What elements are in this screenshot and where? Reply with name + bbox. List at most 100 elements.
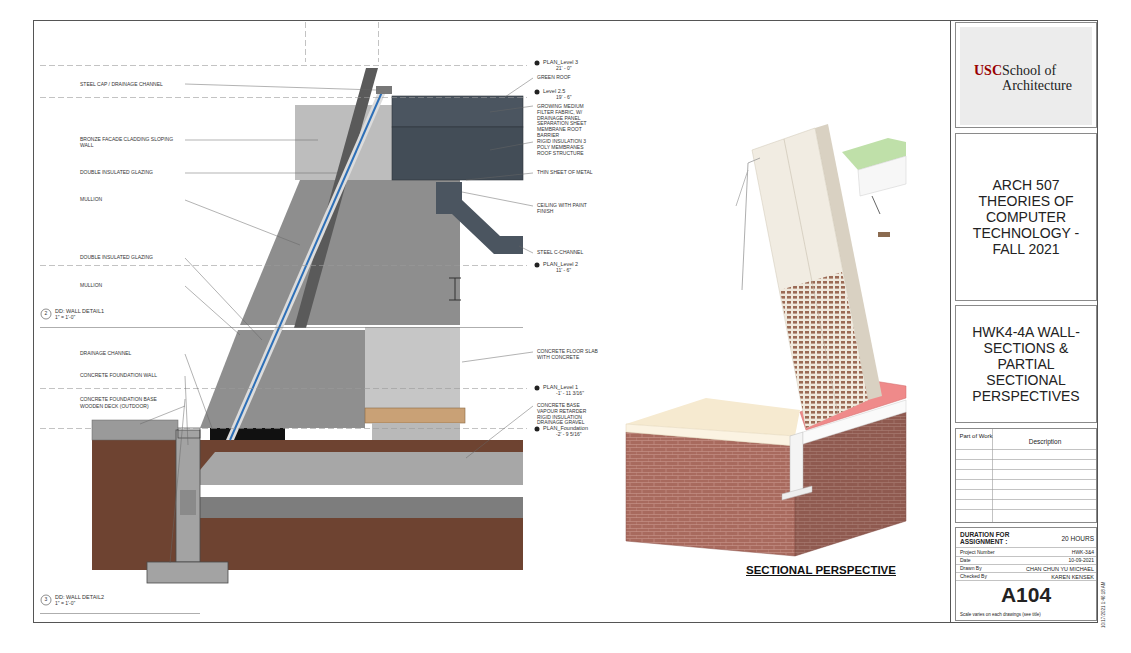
grid-line — [955, 489, 1097, 490]
table-header: Description — [996, 438, 1094, 445]
logo-mark: USC — [974, 63, 1002, 78]
label-holder: GREEN ROOF — [537, 75, 599, 81]
label-holder: 2 — [41, 311, 51, 317]
callout-text: WOODEN DECK (OUTDOOR) — [80, 404, 180, 410]
rule-line — [955, 580, 1097, 581]
callout-text: GROWING MEDIUM FILTER FABRIC, W/ DRAINAG… — [537, 104, 599, 139]
leader-lines — [140, 78, 533, 563]
cladding-panel — [752, 128, 868, 428]
label-holder: RIGID INSULATION 3 POLY MEMBRANES ROOF S… — [537, 139, 599, 156]
grid-line — [955, 499, 1097, 500]
level-name: Level 2.5 — [543, 88, 613, 94]
lower-sloped-panel — [200, 330, 365, 428]
label-holder: MULLION — [80, 197, 180, 203]
scale-text: 1" = 1'-0" — [55, 315, 155, 321]
wooden-deck — [92, 420, 178, 440]
label-holder: DOUBLE INSULATED GLAZING — [80, 255, 180, 261]
level-name: PLAN_Level 1 — [543, 384, 613, 390]
drainage-channel — [178, 428, 200, 438]
section-marker — [41, 309, 51, 319]
school-logo: USCSchool of Architecture — [960, 27, 1092, 125]
label-holder: CONCRETE BASE VAPOUR RETARDER RIGID INSU… — [537, 403, 599, 426]
glazing-frame — [736, 170, 748, 206]
level-lines — [40, 22, 527, 429]
grid-line — [955, 469, 1097, 470]
rule-line — [955, 572, 1097, 573]
level-name: PLAN_Level 3 — [543, 59, 613, 65]
drain-void — [210, 427, 285, 440]
grid-axis — [378, 22, 379, 62]
sheet-border — [34, 21, 1098, 623]
label-holder: CEILING WITH PAINT FINISH — [537, 203, 599, 215]
text-holder: 20 HOURS — [1028, 535, 1094, 542]
callout-text: MULLION — [80, 197, 180, 203]
label-holder: 1" = 1'-0" — [55, 315, 155, 321]
detail-title: DD: WALL DETAIL2 — [55, 594, 155, 600]
label-holder: PLAN_Level 3 — [543, 59, 613, 65]
field-value: 10-09-2021 — [1016, 558, 1094, 564]
sheet-title: HWK4-4A WALL-SECTIONS & PARTIAL SECTIONA… — [967, 324, 1085, 404]
logo-cell — [956, 23, 1097, 128]
caption-holder: SECTIONAL PERSPECTIVE — [746, 564, 936, 576]
level-elevation: 11' - 6" — [556, 268, 616, 274]
label-holder: 10/17/2021 1:46:18 AM — [1101, 558, 1106, 628]
leader-line — [466, 173, 533, 180]
text-holder: DURATION FOR ASSIGNMENT : — [960, 531, 1026, 546]
foundation-footing — [147, 562, 228, 583]
info-rules — [955, 548, 1097, 581]
callout-text: MULLION — [80, 283, 180, 289]
beam-symbol — [449, 278, 461, 300]
label-holder: 3 — [41, 597, 51, 603]
roof-structure — [392, 127, 523, 180]
level-line — [40, 97, 527, 98]
leader-line — [185, 200, 300, 245]
text-holder: Part of Work — [959, 433, 993, 440]
label-holder: CONCRETE FOUNDATION BASE — [80, 397, 180, 403]
label-holder: DRAINAGE CHANNEL — [80, 351, 180, 357]
leader-line — [185, 354, 212, 428]
deck-edge — [626, 424, 795, 446]
text-holder: Drawn By — [960, 566, 1000, 572]
label-holder: STEEL C-CHANNEL — [537, 250, 599, 256]
grid-axis — [305, 22, 306, 62]
leader-line — [140, 406, 185, 424]
callout-text: RIGID INSULATION 3 POLY MEMBRANES ROOF S… — [537, 139, 599, 156]
text-holder: Description — [996, 438, 1094, 445]
leader-line — [185, 173, 338, 174]
upper-sloped-panel — [240, 180, 460, 325]
field-name: Date — [960, 558, 1016, 564]
field-value: KAREN KENSEK — [1000, 574, 1094, 580]
section-marker — [41, 595, 51, 605]
floor-slab — [372, 423, 460, 440]
glazing-line — [230, 92, 382, 440]
level-name: PLAN_Level 2 — [543, 261, 613, 267]
label-holder: 21' - 0" — [556, 66, 616, 72]
field-name: Checked By — [960, 574, 1000, 580]
insulation-layer — [200, 497, 523, 518]
leader-line — [185, 84, 376, 90]
callout-text: STEEL CAP / DRAINAGE CHANNEL — [80, 82, 180, 88]
field-name: DURATION FOR ASSIGNMENT : — [960, 531, 1026, 546]
level-name: PLAN_Foundation — [543, 425, 613, 431]
leader-line — [185, 286, 240, 335]
label-holder: STEEL CAP / DRAINAGE CHANNEL — [80, 82, 180, 88]
label-holder: DD: WALL DETAIL1 — [55, 308, 155, 314]
label-holder: Level 2.5 — [543, 88, 613, 94]
field-name: Project Number — [960, 550, 1016, 556]
leader-line — [505, 78, 533, 97]
sheet-title-cell: HWK4-4A WALL-SECTIONS & PARTIAL SECTIONA… — [955, 305, 1097, 423]
leader-line — [185, 258, 262, 340]
label-holder: CONCRETE FOUNDATION WALL — [80, 373, 180, 379]
sheet-number: A104 — [956, 583, 1096, 607]
text-holder: Checked By — [960, 574, 1000, 580]
leader-line — [185, 140, 318, 141]
text-holder: A104 — [956, 583, 1096, 607]
label-holder: 11' - 6" — [556, 268, 616, 274]
label-holder: PLAN_Level 1 — [543, 384, 613, 390]
level-elevation: -1' - 11 3/16" — [556, 391, 616, 397]
label-holder: 19' - 6" — [556, 95, 616, 101]
text-holder: Project Number — [960, 550, 1016, 556]
steel-cap — [376, 86, 392, 94]
callout-text: DOUBLE INSULATED GLAZING — [80, 170, 180, 176]
